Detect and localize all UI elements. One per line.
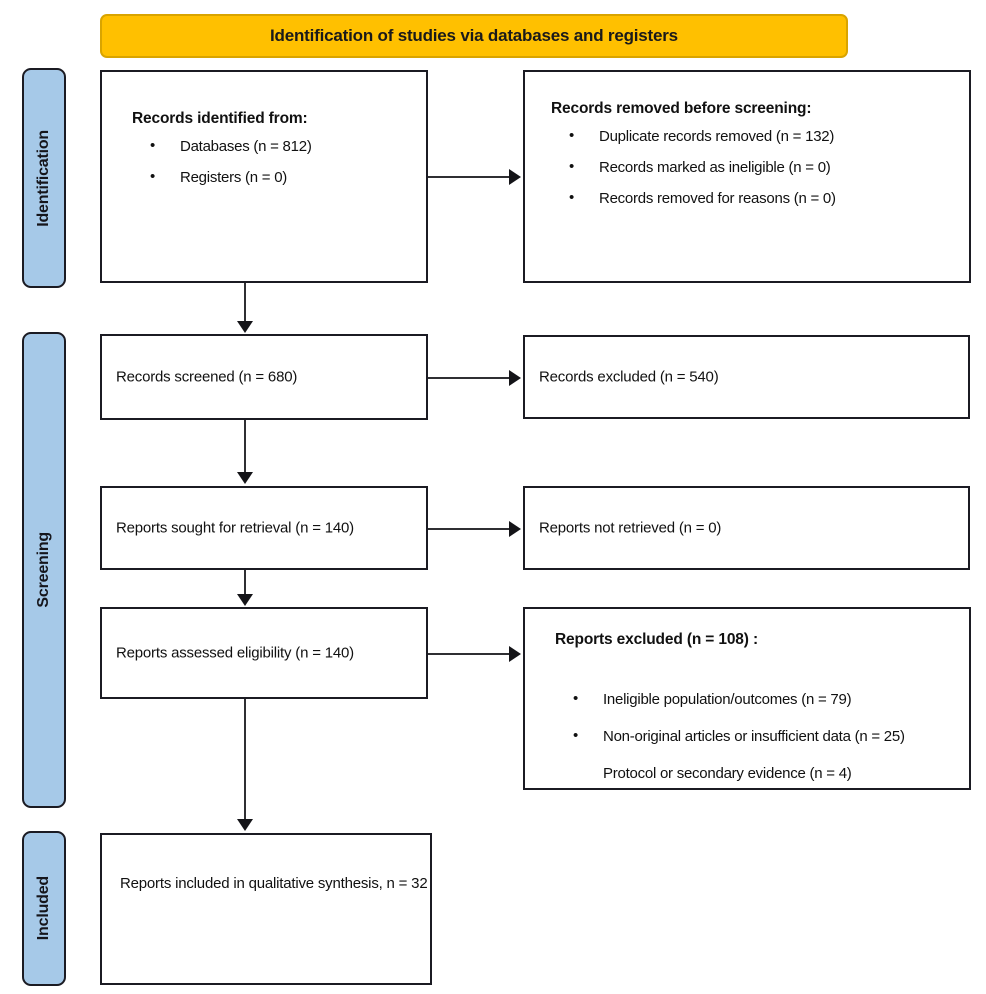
- stage-label-identification-text: Identification: [35, 129, 52, 227]
- box-reports-excluded-with-reasons: Reports excluded (n = 108) : Ineligible …: [523, 607, 971, 790]
- box-records-removed-list: Duplicate records removed (n = 132) Reco…: [569, 127, 969, 207]
- diagram-title-text: Identification of studies via databases …: [270, 26, 678, 45]
- connector-screened-to-sought: [244, 420, 246, 474]
- arrowhead-right-icon: [509, 646, 521, 662]
- box-records-screened-text: Records screened (n = 680): [116, 368, 298, 386]
- box-reports-excluded-list: Ineligible population/outcomes (n = 79) …: [573, 690, 969, 782]
- stage-label-screening: Screening: [22, 332, 66, 808]
- box-records-excluded: Records excluded (n = 540): [523, 335, 970, 419]
- arrowhead-right-icon: [509, 370, 521, 386]
- list-item: Non-original articles or insufficient da…: [573, 727, 969, 745]
- box-records-identified-list: Databases (n = 812) Registers (n = 0): [150, 137, 426, 186]
- connector-identified-to-removed: [428, 176, 510, 178]
- box-reports-included-text: Reports included in qualitative synthesi…: [120, 875, 428, 892]
- connector-sought-to-not-retrieved: [428, 528, 510, 530]
- box-records-identified-content: Records identified from: Databases (n = …: [132, 110, 426, 200]
- stage-label-included-text: Included: [35, 876, 52, 941]
- list-item: Protocol or secondary evidence (n = 4): [603, 765, 852, 782]
- connector-assessed-to-included: [244, 699, 246, 821]
- box-reports-included-qualitative-synthesis: Reports included in qualitative synthesi…: [100, 833, 432, 985]
- box-reports-not-retrieved: Reports not retrieved (n = 0): [523, 486, 970, 570]
- stage-label-screening-text: Screening: [35, 532, 52, 608]
- list-item: Registers (n = 0): [150, 168, 426, 186]
- box-records-removed-title: Records removed before screening:: [551, 100, 812, 117]
- box-records-identified-title: Records identified from:: [132, 110, 308, 127]
- box-reports-excluded-content: Reports excluded (n = 108) : Ineligible …: [555, 631, 969, 802]
- box-reports-sought-for-retrieval: Reports sought for retrieval (n = 140): [100, 486, 428, 570]
- arrowhead-right-icon: [509, 169, 521, 185]
- list-item: Databases (n = 812): [150, 137, 426, 155]
- box-records-removed-before-screening: Records removed before screening: Duplic…: [523, 70, 971, 283]
- box-reports-not-retrieved-text: Reports not retrieved (n = 0): [539, 519, 722, 537]
- box-reports-assessed-eligibility: Reports assessed eligibility (n = 140): [100, 607, 428, 699]
- arrowhead-down-icon: [237, 472, 253, 484]
- box-records-excluded-text: Records excluded (n = 540): [539, 368, 719, 386]
- arrowhead-right-icon: [509, 521, 521, 537]
- arrowhead-down-icon: [237, 594, 253, 606]
- list-item: Duplicate records removed (n = 132): [569, 127, 969, 145]
- diagram-title-banner: Identification of studies via databases …: [100, 14, 848, 58]
- stage-label-identification: Identification: [22, 68, 66, 288]
- connector-assessed-to-reports-excluded: [428, 653, 510, 655]
- stage-label-included: Included: [22, 831, 66, 986]
- box-records-screened: Records screened (n = 680): [100, 334, 428, 420]
- box-records-removed-content: Records removed before screening: Duplic…: [551, 100, 969, 221]
- connector-identified-to-screened: [244, 283, 246, 323]
- box-reports-sought-text: Reports sought for retrieval (n = 140): [116, 519, 354, 537]
- arrowhead-down-icon: [237, 321, 253, 333]
- list-item: Records marked as ineligible (n = 0): [569, 158, 969, 176]
- list-item: Ineligible population/outcomes (n = 79): [573, 690, 969, 708]
- connector-sought-to-assessed: [244, 570, 246, 596]
- list-item: Records removed for reasons (n = 0): [569, 189, 969, 207]
- box-reports-assessed-text: Reports assessed eligibility (n = 140): [116, 644, 354, 662]
- connector-screened-to-excluded: [428, 377, 510, 379]
- box-records-identified: Records identified from: Databases (n = …: [100, 70, 428, 283]
- arrowhead-down-icon: [237, 819, 253, 831]
- box-reports-excluded-title: Reports excluded (n = 108) :: [555, 631, 758, 648]
